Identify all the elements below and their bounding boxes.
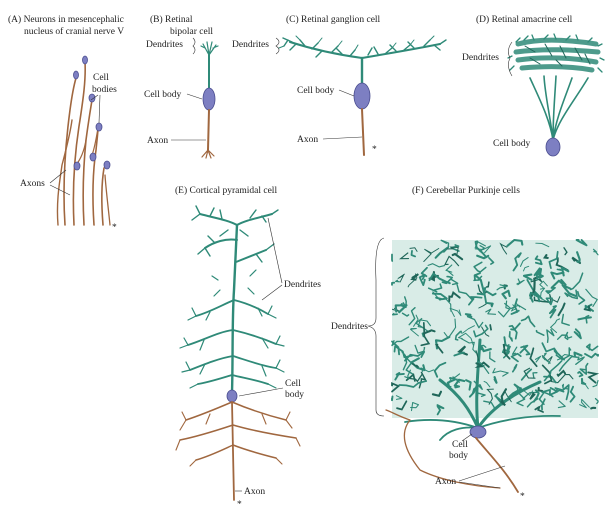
panel-e-axon bbox=[175, 401, 301, 501]
panel-f-dendrites bbox=[391, 238, 600, 441]
panel-d: (D) Retinal amacrine cell Dendrites Cell… bbox=[462, 14, 605, 157]
panel-c-asterisk: * bbox=[372, 145, 377, 155]
panel-a-cell-bodies-label-2: bodies bbox=[92, 85, 117, 95]
panel-d-cell-body bbox=[545, 137, 561, 157]
panel-c-dendrites bbox=[278, 35, 447, 86]
panel-e-asterisk: * bbox=[237, 500, 242, 507]
panel-d-dendrites bbox=[507, 33, 605, 141]
panel-e-title: (E) Cortical pyramidal cell bbox=[175, 185, 277, 196]
panel-e-cell-body bbox=[226, 389, 238, 403]
panel-f-cell-body bbox=[469, 425, 487, 439]
panel-b: (B) Retinal bipolar cell Dendrites Cell … bbox=[144, 14, 219, 159]
panel-a: (A) Neurons in mesencephalic nucleus of … bbox=[8, 14, 124, 233]
panel-a-title-2: nucleus of cranial nerve V bbox=[24, 26, 124, 37]
panel-a-asterisk: * bbox=[112, 223, 117, 233]
panel-b-dendrites bbox=[200, 41, 219, 89]
panel-c-axon-label: Axon bbox=[297, 135, 318, 145]
panel-b-axon bbox=[207, 109, 210, 151]
panel-e-dendrites-label: Dendrites bbox=[284, 280, 321, 290]
panel-d-title: (D) Retinal amacrine cell bbox=[476, 14, 573, 25]
panel-a-title-1: (A) Neurons in mesencephalic bbox=[8, 14, 124, 25]
panel-d-dendrites-label: Dendrites bbox=[462, 53, 499, 63]
panel-f-dendrites-label: Dendrites bbox=[331, 322, 368, 332]
panel-f-cell-body-label-2: body bbox=[449, 451, 468, 461]
panel-e-dendrites bbox=[179, 205, 285, 394]
panel-b-dendrites-label: Dendrites bbox=[146, 40, 183, 50]
panel-d-cell-body-label: Cell body bbox=[493, 139, 530, 149]
panel-e-cell-body-label-1: Cell bbox=[285, 379, 301, 389]
panel-e-axon-label: Axon bbox=[244, 487, 265, 497]
panel-f-title: (F) Cerebellar Purkinje cells bbox=[412, 185, 520, 196]
panel-e-cell-body-label-2: body bbox=[285, 390, 304, 400]
panel-c-cell-body-label: Cell body bbox=[297, 86, 334, 96]
panel-b-cell-body-label: Cell body bbox=[144, 90, 181, 100]
panel-b-title-2: bipolar cell bbox=[170, 27, 213, 37]
panel-b-cell-body bbox=[202, 87, 216, 111]
panel-f: (F) Cerebellar Purkinje cells Dendrites … bbox=[331, 185, 600, 502]
panel-b-title-1: (B) Retinal bbox=[150, 14, 193, 25]
panel-c-cell-body bbox=[353, 82, 371, 110]
panel-a-axons bbox=[56, 61, 111, 226]
panel-f-asterisk: * bbox=[520, 492, 525, 502]
panel-a-axons-label: Axons bbox=[20, 179, 45, 189]
panel-f-cell-body-label-1: Cell bbox=[452, 440, 468, 450]
panel-c-title: (C) Retinal ganglion cell bbox=[286, 14, 381, 25]
panel-b-axon-label: Axon bbox=[147, 136, 168, 146]
panel-c-dendrites-label: Dendrites bbox=[232, 40, 269, 50]
panel-e: (E) Cortical pyramidal cell Dendrites Ce… bbox=[175, 185, 321, 507]
panel-f-axon bbox=[385, 409, 519, 493]
panel-c-axon bbox=[361, 108, 365, 156]
panel-c: (C) Retinal ganglion cell Dendrites Cell… bbox=[232, 14, 447, 156]
panel-a-cell-bodies-label-1: Cell bbox=[93, 73, 109, 83]
panel-f-axon-label: Axon bbox=[435, 477, 456, 487]
panel-a-cell-bodies bbox=[73, 55, 111, 171]
